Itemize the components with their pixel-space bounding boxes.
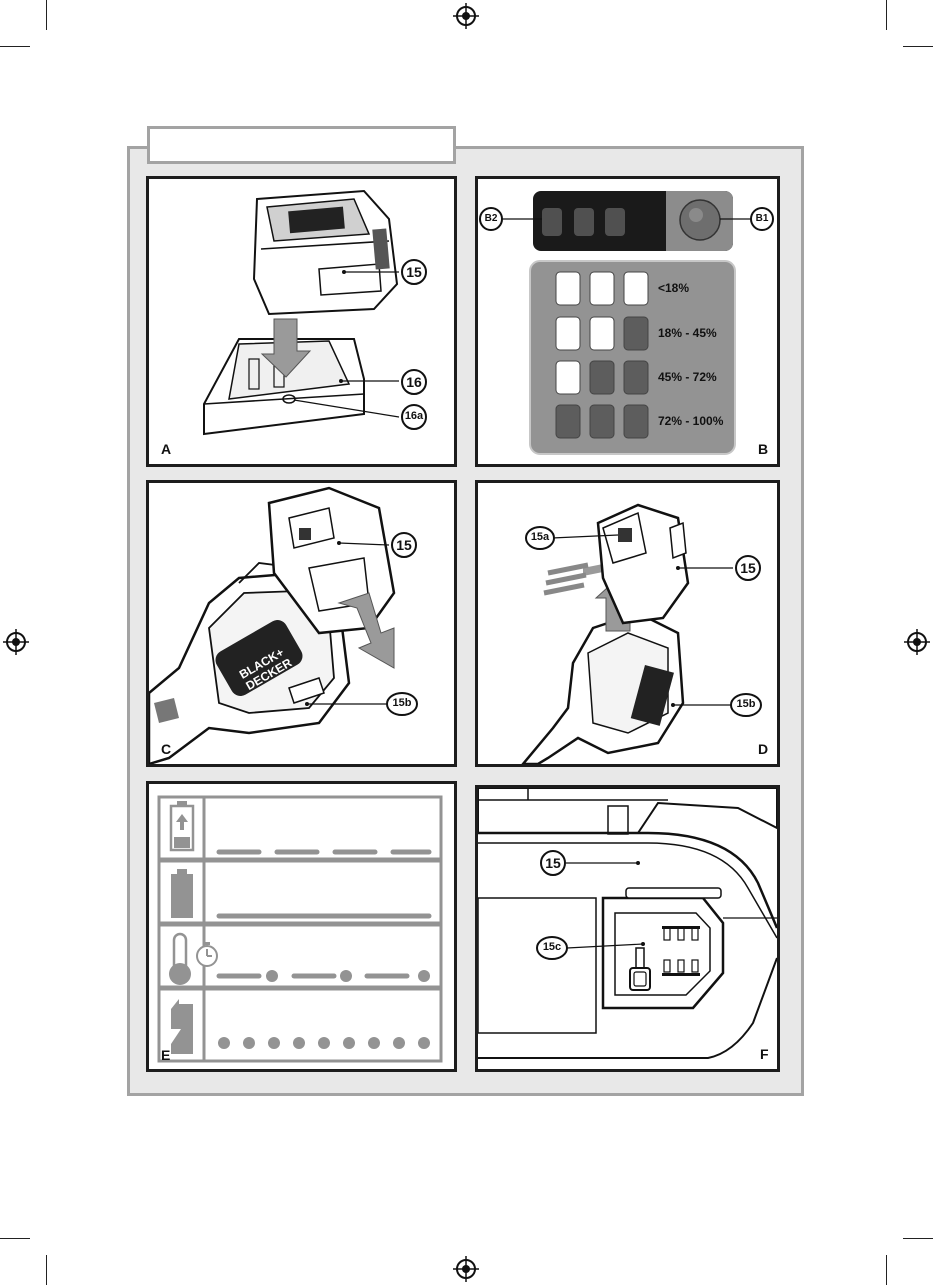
callout-15c: 15c (538, 941, 566, 953)
panel-b: B2 B1 <18% 18% - 45% 45% - 72% 72% - 100… (475, 176, 780, 467)
callout-15: 15 (404, 264, 424, 280)
crop-mark (886, 1255, 887, 1285)
panel-c: BLACK+ DECKER 15 15b C (146, 480, 457, 767)
flash-dot (368, 1037, 380, 1049)
callout-15: 15 (543, 855, 563, 871)
callout-15b: 15b (732, 698, 760, 710)
led-indicator (556, 317, 580, 350)
panel-f: 15 15c F (475, 785, 780, 1072)
callout-15: 15 (394, 537, 414, 553)
indicator-patterns-illustration (149, 784, 454, 1069)
led-indicator (556, 272, 580, 305)
level-label: 72% - 100% (658, 414, 723, 428)
callout-15: 15 (738, 560, 758, 576)
crop-mark (0, 46, 30, 47)
flash-dot (293, 1037, 305, 1049)
led-indicator (590, 361, 614, 394)
battery-full-icon (171, 869, 193, 918)
panel-letter: C (161, 741, 171, 757)
crop-mark (886, 0, 887, 30)
crop-mark (46, 1255, 47, 1285)
crop-mark (903, 46, 933, 47)
led-indicator (590, 405, 614, 438)
charge-indicator-illustration (478, 179, 777, 464)
level-label: 45% - 72% (658, 370, 717, 384)
crop-mark (903, 1238, 933, 1239)
battery-insertion-illustration (478, 483, 777, 764)
battery-fault-icon (171, 999, 193, 1054)
registration-mark-icon (904, 629, 930, 655)
flash-dot (343, 1037, 355, 1049)
led-indicator (624, 317, 648, 350)
callout-16: 16 (404, 374, 424, 390)
callout-15a: 15a (526, 531, 554, 543)
flash-dot (340, 970, 352, 982)
panel-e: E (146, 781, 457, 1072)
level-label: <18% (658, 281, 689, 295)
callout-15b: 15b (388, 697, 416, 709)
panel-letter: E (161, 1047, 170, 1063)
crop-mark (0, 1238, 30, 1239)
flash-dot (266, 970, 278, 982)
panel-letter: B (758, 441, 768, 457)
led-indicator (624, 272, 648, 305)
flash-dot (418, 1037, 430, 1049)
panel-letter: F (760, 1046, 769, 1062)
registration-mark-icon (3, 629, 29, 655)
led-indicator (624, 405, 648, 438)
panel-letter: A (161, 441, 171, 457)
flash-dot (393, 1037, 405, 1049)
flash-dot (218, 1037, 230, 1049)
led-indicator (590, 317, 614, 350)
battery-removal-illustration: BLACK+ DECKER (149, 483, 454, 764)
battery-contacts-illustration (478, 788, 777, 1069)
led-indicator (624, 361, 648, 394)
callout-b2: B2 (481, 213, 501, 224)
led-indicator (556, 361, 580, 394)
figure-tab (147, 126, 456, 164)
callout-b1: B1 (752, 213, 772, 224)
flash-dot (243, 1037, 255, 1049)
panel-a: 15 16 16a A (146, 176, 457, 467)
level-label: 18% - 45% (658, 326, 717, 340)
flash-dot (268, 1037, 280, 1049)
flash-dot (318, 1037, 330, 1049)
registration-mark-icon (453, 1256, 479, 1282)
panel-letter: D (758, 741, 768, 757)
callout-16a: 16a (402, 410, 426, 422)
flash-dot (418, 970, 430, 982)
led-indicator (590, 272, 614, 305)
registration-mark-icon (453, 3, 479, 29)
led-indicator (556, 405, 580, 438)
crop-mark (46, 0, 47, 30)
panel-d: 15a 15 15b D (475, 480, 780, 767)
